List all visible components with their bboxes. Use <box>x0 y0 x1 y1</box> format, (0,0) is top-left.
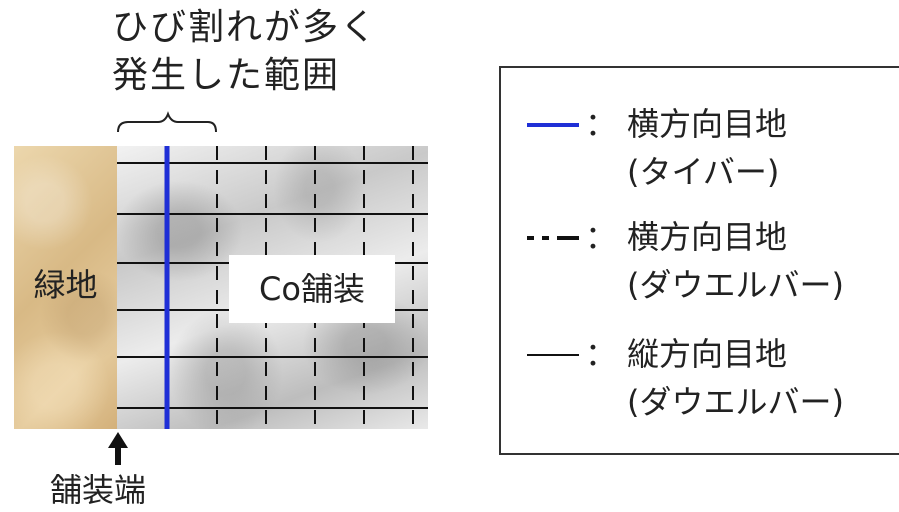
legend-separator: ： <box>585 218 618 256</box>
crack-area-label: ひび割れが多く 発生した範囲 <box>112 4 432 100</box>
legend-item-name: 縦方向目地 <box>627 335 788 373</box>
legend-item-detail: (ダウエルバー) <box>627 383 844 421</box>
green-area-label: 緑地 <box>33 266 98 304</box>
green-area <box>14 146 117 429</box>
legend-item-name: 横方向目地 <box>627 218 788 256</box>
legend-item-detail: (ダウエルバー) <box>627 266 844 304</box>
crack-area-brace <box>117 111 217 133</box>
legend-item-detail: (タイバー) <box>627 153 780 191</box>
legend-swatch-dashed-black <box>527 236 579 240</box>
legend-swatch-solid-blue <box>527 123 579 127</box>
legend-item-name: 横方向目地 <box>627 105 788 143</box>
legend-separator: ： <box>585 335 618 373</box>
pavement-label: Co舗装 <box>259 270 365 308</box>
pavement-label-box <box>229 255 395 323</box>
crack-area-label-line-1: ひび割れが多く <box>112 7 379 48</box>
pavement-edge-arrow <box>108 432 128 465</box>
legend-box <box>499 66 899 455</box>
pavement-edge-label: 舗装端 <box>50 471 147 509</box>
legend-separator: ： <box>585 105 618 143</box>
legend-swatch-solid-black <box>527 354 579 356</box>
crack-area-label-line-2: 発生した範囲 <box>112 55 341 96</box>
